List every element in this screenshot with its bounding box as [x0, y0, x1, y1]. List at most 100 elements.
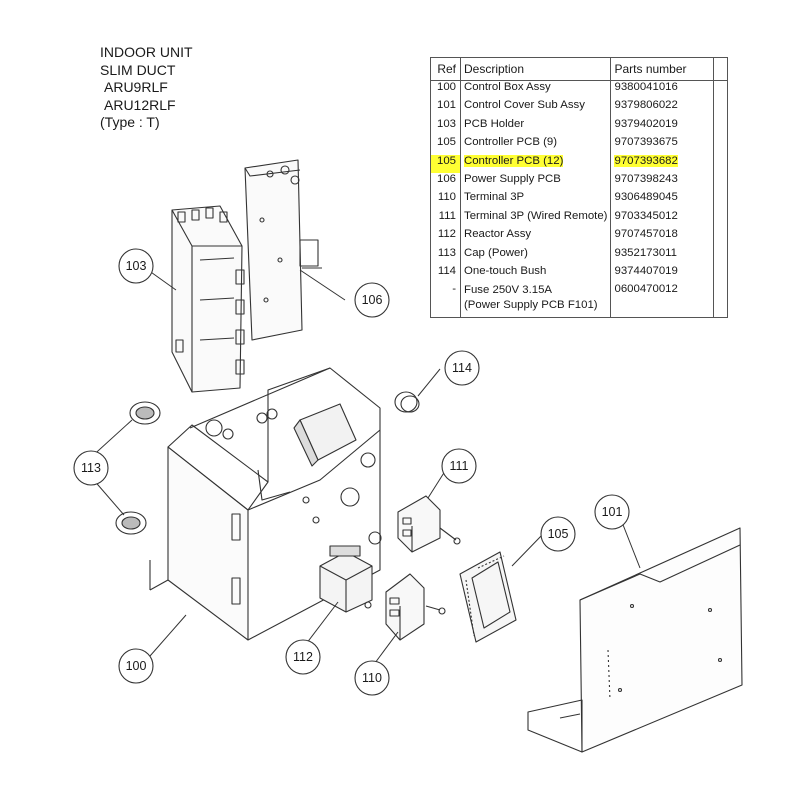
callout-101: 101 — [602, 505, 623, 519]
row-parts-number-text: 9306489045 — [614, 191, 678, 204]
callout-110-circle — [354, 660, 390, 696]
row-parts-number: 9306489045 — [610, 191, 715, 210]
row-blank — [713, 228, 729, 247]
row-blank — [713, 99, 729, 118]
control-cover-part — [527, 527, 743, 753]
row-blank — [713, 154, 729, 173]
row-description-text: Fuse 250V 3.15A — [464, 284, 553, 297]
callout-111: 111 — [449, 459, 468, 473]
row-parts-number-text: 9707398243 — [614, 172, 678, 185]
row-parts-number: 9380041016 — [610, 80, 715, 100]
header-parts-number: Parts number — [610, 57, 715, 81]
row-parts-number-text: 9703345012 — [614, 209, 678, 222]
unit-header: INDOOR UNIT SLIM DUCT ARU9RLF ARU12RLF (… — [100, 44, 193, 132]
row-parts-number-text: 9374407019 — [614, 264, 678, 277]
row-blank — [713, 191, 729, 210]
row-parts-number-text: 9379806022 — [614, 99, 678, 112]
controller-pcb-part — [459, 551, 517, 643]
row-description-text: Reactor Assy — [464, 228, 532, 241]
header-blank — [713, 57, 729, 81]
row-description-text: Control Box Assy — [464, 81, 551, 93]
row-parts-number-text: 0600470012 — [614, 283, 678, 296]
row-description: Terminal 3P (Wired Remote) — [459, 209, 612, 229]
row-description-text: Cap (Power) — [464, 246, 528, 259]
row-description: Control Cover Sub Assy — [459, 99, 612, 118]
control-box-part — [149, 367, 382, 641]
callout-110: 110 — [362, 671, 382, 685]
row-description-text: One-touch Bush — [464, 264, 547, 277]
terminal-3p-part — [385, 573, 446, 641]
row-parts-number: 9374407019 — [610, 264, 715, 284]
callout-114: 114 — [452, 361, 472, 375]
row-blank — [713, 136, 729, 155]
row-ref: 110 — [430, 191, 461, 210]
one-touch-bush-part — [394, 391, 420, 413]
row-parts-number: 9379806022 — [610, 99, 715, 118]
callout-113: 113 — [81, 461, 101, 475]
terminal-wired-remote-part — [397, 495, 461, 553]
row-description-text: Terminal 3P — [464, 191, 525, 204]
row-description: Cap (Power) — [459, 246, 612, 265]
row-parts-number: 9707393682 — [610, 154, 715, 173]
callout-114-circle — [444, 350, 480, 386]
row-blank — [713, 172, 729, 192]
row-ref: 111 — [430, 209, 461, 229]
row-ref: 105 — [430, 136, 461, 155]
row-parts-number: 9707393675 — [610, 136, 715, 155]
row-blank — [713, 283, 729, 319]
row-blank — [713, 246, 729, 265]
row-description: PCB Holder — [459, 117, 612, 137]
row-ref: 100 — [430, 80, 461, 100]
row-ref: 103 — [430, 117, 461, 137]
pcb-holder-part — [171, 205, 245, 393]
row-description-text-2: (Power Supply PCB F101) — [464, 299, 598, 312]
row-parts-number-text: 9707457018 — [614, 228, 678, 241]
row-description: Reactor Assy — [459, 228, 612, 247]
callout-113-circle — [73, 450, 109, 486]
row-ref: 105 — [430, 154, 461, 173]
callout-103: 103 — [126, 259, 147, 273]
row-parts-number: 9707398243 — [610, 172, 715, 192]
row-description-text: Controller PCB (9) — [464, 136, 558, 149]
callout-100-circle — [118, 648, 154, 684]
model-1: ARU9RLF — [104, 79, 168, 95]
header-line-2: SLIM DUCT — [100, 61, 176, 78]
row-description: Terminal 3P — [459, 191, 612, 210]
callout-111-circle — [441, 448, 477, 484]
row-ref: - — [430, 283, 461, 319]
row-description-text: Power Supply PCB — [464, 172, 561, 185]
row-description-text: Controller PCB (12) — [464, 154, 564, 167]
row-blank — [713, 209, 729, 229]
row-ref: 114 — [430, 264, 461, 284]
callout-105: 105 — [548, 527, 569, 541]
row-parts-number-text: 9707393675 — [614, 136, 678, 149]
row-parts-number: 9352173011 — [610, 246, 715, 265]
row-description: Controller PCB (12) — [459, 154, 612, 173]
row-ref: 112 — [430, 228, 461, 247]
power-cap-parts — [115, 401, 161, 535]
callout-112-circle — [285, 639, 321, 675]
row-description: Control Box Assy — [459, 80, 612, 100]
row-parts-number: 9707457018 — [610, 228, 715, 247]
model-2: ARU12RLF — [104, 96, 176, 113]
row-parts-number-text: 9352173011 — [614, 246, 677, 259]
callout-106-circle — [354, 282, 390, 318]
callout-100: 100 — [126, 659, 147, 673]
row-description: One-touch Bush — [459, 264, 612, 284]
row-blank — [713, 264, 729, 284]
row-description-text: PCB Holder — [464, 117, 525, 130]
power-supply-pcb-part — [244, 159, 322, 341]
table-row: -Fuse 250V 3.15A (Power Supply PCB F101) 0… — [430, 283, 729, 319]
row-description: Controller PCB (9) — [459, 136, 612, 155]
table-header-row: Ref Description Parts number — [430, 57, 729, 81]
